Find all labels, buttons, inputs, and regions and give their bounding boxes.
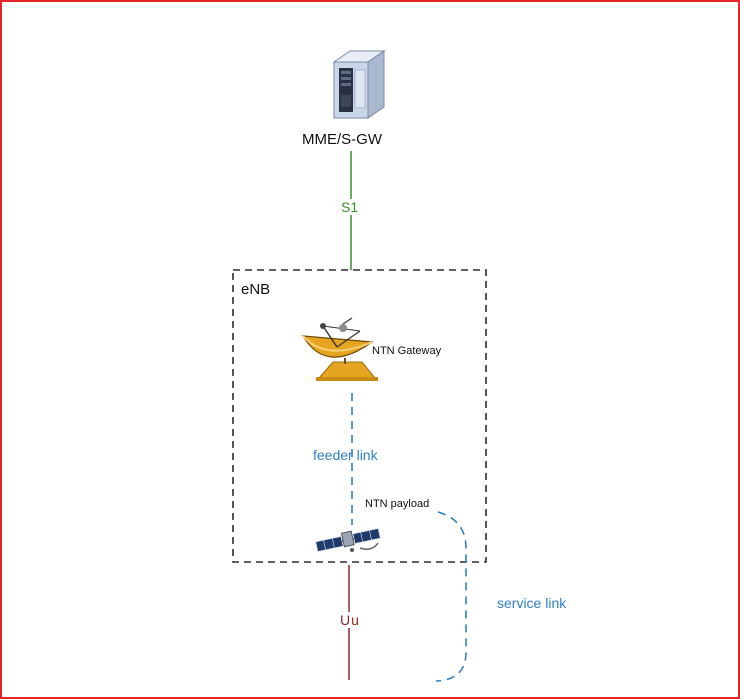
ntn-gateway-label: NTN Gateway: [372, 345, 442, 357]
ntn-payload-label: NTN payload: [365, 498, 430, 510]
server-icon: [332, 50, 386, 119]
service-link-label: service link: [497, 595, 567, 611]
uu-label: Uu: [339, 612, 361, 628]
satellite-icon: [315, 527, 381, 553]
mme-sgw-label: MME/S-GW: [302, 131, 382, 148]
enb-box: [232, 269, 487, 563]
enb-label: eNB: [241, 281, 271, 298]
service-link-line: [435, 511, 467, 682]
s1-label: S1: [340, 199, 360, 215]
satellite-dish-icon: [301, 317, 378, 381]
feeder-link-label: feeder link: [313, 447, 378, 463]
